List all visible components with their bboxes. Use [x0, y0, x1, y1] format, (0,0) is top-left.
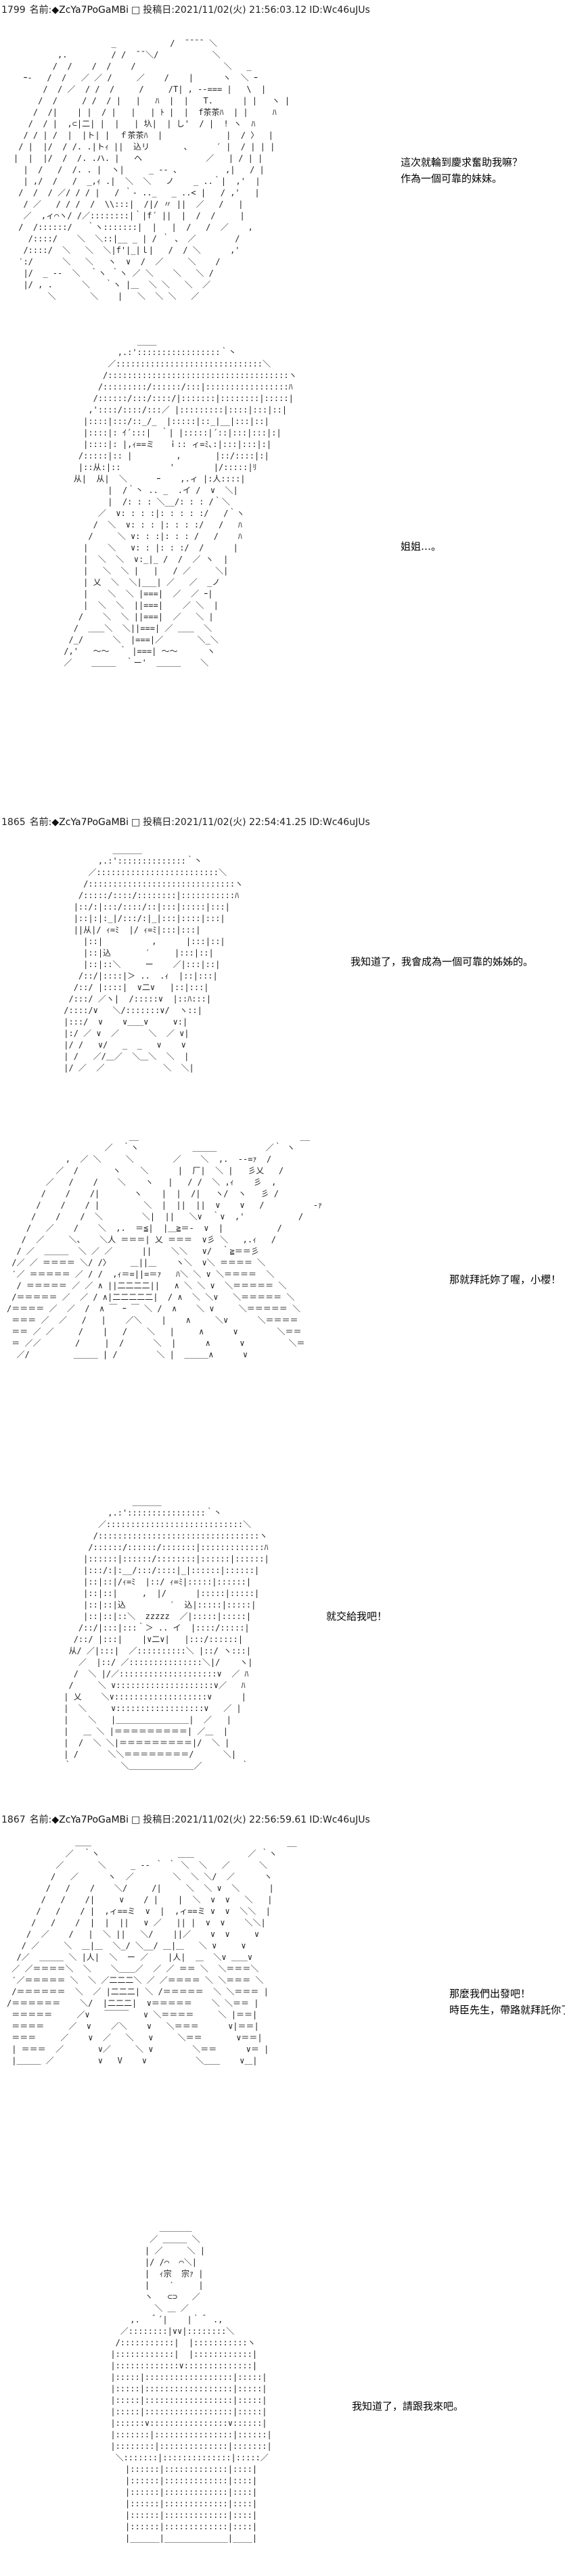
- post-number: 1865: [1, 817, 26, 828]
- ascii-art-girl-1: _ / ̄ ̄ ̄ ̄ ＼ ,. / / ̄ ̄ ＼/ ＼ / / / / / …: [14, 39, 290, 301]
- ascii-art-duo-2: ＿＿ __ ／ ｀ヽ ＿＿ ／ ｀ヽ ／ ＼ _ -‐ ｀ ｀ ＼ ＼ ／ ＼ …: [7, 1837, 297, 2065]
- post-number: 1867: [1, 1814, 26, 1825]
- dialogue-1: 這次就輪到慶求奮助我嘛？ 作為一個可靠的妹妹。: [401, 154, 522, 187]
- separator-icon: □: [131, 5, 141, 16]
- poster-name[interactable]: ◆ZcYa7PoGaMBi: [51, 5, 129, 16]
- ascii-art-girl-4: ______ ,.:'::::::::::::::::｀丶 ／:::::::::…: [64, 1497, 269, 1771]
- dialogue-line: 那麼我們出發吧！: [449, 1988, 531, 2000]
- poster-name[interactable]: ◆ZcYa7PoGaMBi: [51, 817, 129, 828]
- dialogue-line: 那就拜託妳了喔，小櫻！: [449, 1273, 562, 1286]
- post-number: 1799: [1, 5, 26, 16]
- name-label: 名前:: [29, 1814, 52, 1825]
- dialogue-3: 我知道了，我會成為一個可靠的姊姊的。: [351, 954, 533, 970]
- date-label: 投稿日:: [143, 5, 175, 16]
- dialogue-line: 姐姐…。: [401, 540, 442, 553]
- ascii-art-girl-3: ______ ,.:'::::::::::::::｀丶 ／:::::::::::…: [64, 845, 244, 1073]
- dialogue-line: 我知道了，請跟我來吧。: [352, 2400, 464, 2412]
- poster-id[interactable]: ID:Wc46uJUs: [309, 817, 370, 828]
- dialogue-4: 那就拜託妳了喔，小櫻！: [449, 1271, 561, 1288]
- dialogue-5: 就交給我吧！: [326, 1608, 387, 1624]
- poster-id[interactable]: ID:Wc46uJUs: [309, 1814, 370, 1825]
- ascii-art-man-1: ＿＿＿＿ ／ ＿＿＿ ＼ | ／ ＼ | |/ /⌒ ⌒＼| | ｨ宗 宗ｧ |…: [110, 2223, 272, 2543]
- date-label: 投稿日:: [143, 817, 175, 828]
- dialogue-line: 這次就輪到慶求奮助我嘛？: [401, 156, 523, 168]
- date-label: 投稿日:: [143, 1814, 175, 1825]
- post-datetime: 2021/11/02(火) 22:56:59.61: [175, 1814, 307, 1825]
- ascii-art-duo-1: __ __ ／ ｀ヽ ＿＿＿ ／｀ ヽ , ／ ＼ ＼ ／ ＼ ,. -‐=ｧ …: [7, 1131, 322, 1359]
- dialogue-2: 姐姐…。: [401, 538, 441, 555]
- separator-icon: □: [131, 817, 141, 828]
- name-label: 名前:: [29, 817, 52, 828]
- dialogue-line: 時臣先生，帶路就拜託你了！: [449, 2004, 565, 2016]
- ascii-art-girl-2: ____ ,.:':::::::::::::::::｀丶 ／::::::::::…: [64, 336, 297, 668]
- poster-id[interactable]: ID:Wc46uJUs: [309, 5, 370, 16]
- post-datetime: 2021/11/02(火) 21:56:03.12: [175, 5, 307, 16]
- dialogue-line: 作為一個可靠的妹妹。: [401, 172, 503, 185]
- post-datetime: 2021/11/02(火) 22:54:41.25: [175, 817, 307, 828]
- poster-name[interactable]: ◆ZcYa7PoGaMBi: [51, 1814, 129, 1825]
- dialogue-line: 我知道了，我會成為一個可靠的姊姊的。: [351, 956, 534, 968]
- name-label: 名前:: [29, 5, 52, 16]
- dialogue-line: 就交給我吧！: [326, 1610, 388, 1622]
- dialogue-6: 那麼我們出發吧！ 時臣先生，帶路就拜託你了！: [449, 1986, 565, 2018]
- separator-icon: □: [131, 1814, 141, 1825]
- dialogue-7: 我知道了，請跟我來吧。: [352, 2398, 464, 2414]
